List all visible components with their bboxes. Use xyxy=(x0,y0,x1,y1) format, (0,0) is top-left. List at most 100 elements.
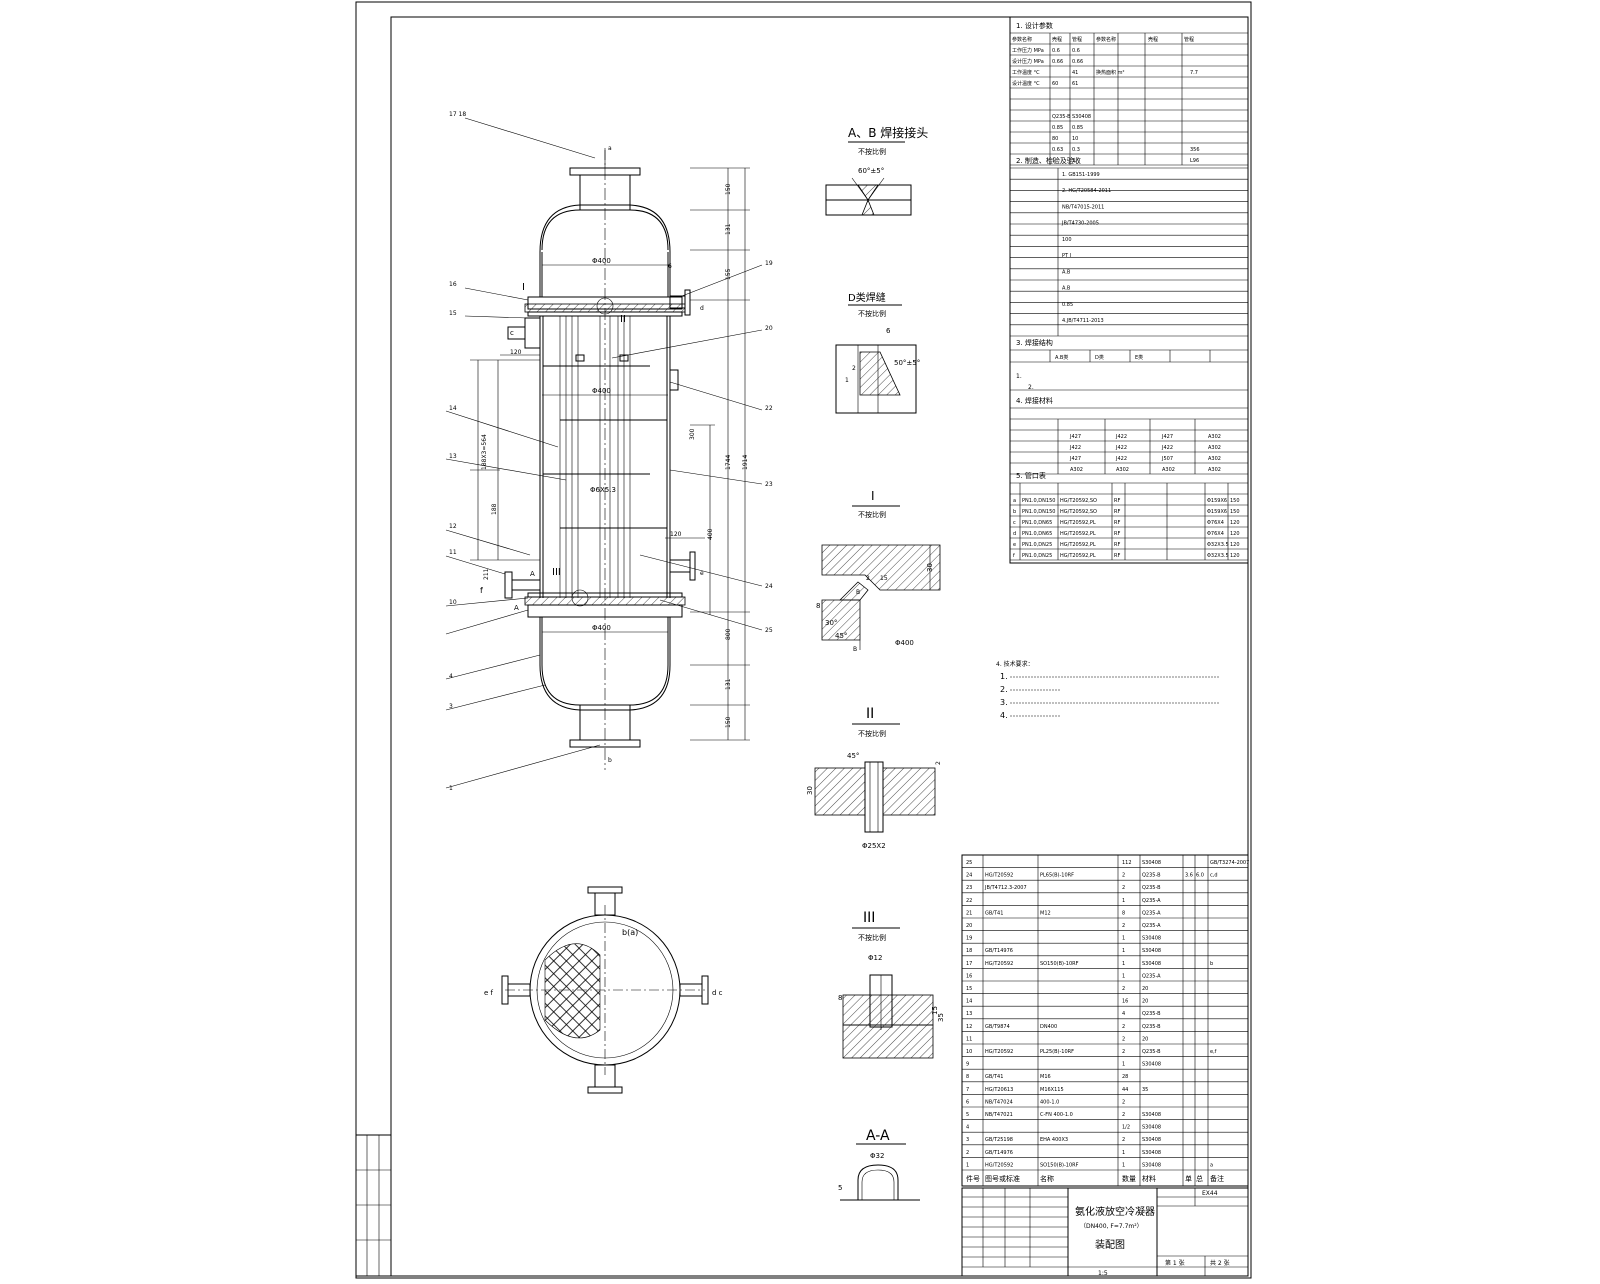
detail-ii: II 不按比例 45° 30 2 Φ25X2 xyxy=(806,706,942,850)
tech-req-4: 4. xyxy=(1000,711,1008,720)
dp-cell: 41 xyxy=(1072,70,1078,76)
dp-cell: 7.7 xyxy=(1190,70,1198,76)
insp-line: 100 xyxy=(1062,237,1072,243)
detail-iii: III 不按比例 Φ12 8 15 35 xyxy=(838,910,945,1059)
tech-req-title: 4. 技术要求： xyxy=(996,660,1034,668)
section-I-mark: I xyxy=(522,282,525,293)
bom-cell: a xyxy=(1210,1162,1213,1168)
bom-cell: e,f xyxy=(1210,1049,1217,1055)
insp-line: JB/T4730-2005 xyxy=(1061,221,1099,227)
plan-ef-label: e f xyxy=(484,989,494,997)
bom-header: 总 xyxy=(1196,1174,1203,1183)
bom-cell: 16 xyxy=(966,973,972,979)
ws-col-label: A.B类 xyxy=(1055,354,1068,361)
detail-d: D类焊缝 不按比例 6 50°±5° 2 1 xyxy=(835,291,920,414)
label-23: 23 xyxy=(765,481,773,488)
label-3: 3 xyxy=(449,703,453,710)
bom-cell: HG/T20592 xyxy=(985,1049,1013,1055)
dim-131-bot: 131 xyxy=(725,678,732,690)
dp-header: 参数名称 xyxy=(1096,36,1116,43)
detail-ii-sub: 不按比例 xyxy=(858,729,886,738)
nozzle-cell: Φ32X3.5 xyxy=(1207,553,1229,559)
technical-requirements: 4. 技术要求： 1. 2. 3. 4. xyxy=(996,660,1220,720)
bom-cell: 14 xyxy=(966,999,972,1005)
bom-cell: JB/T4712.3-2007 xyxy=(984,885,1027,891)
detail-ab-sub: 不按比例 xyxy=(858,147,886,156)
title-block: 氨化液放空冷凝器 （DN400, F=7.7m²） 装配图 1:5 EX44 第… xyxy=(961,1187,1249,1277)
wm-cell: J427 xyxy=(1161,434,1173,440)
dp-cell: 0.85 xyxy=(1072,125,1083,131)
dp-cell: 设计温度 °C xyxy=(1012,80,1040,87)
dp-cell: 0.85 xyxy=(1052,125,1063,131)
bom-header: 数量 xyxy=(1122,1174,1136,1183)
bom-header: 单 xyxy=(1185,1174,1192,1183)
wm-cell: J422 xyxy=(1161,445,1173,451)
bom-cell: S30408 xyxy=(1142,1150,1161,1156)
dp-cell: 61 xyxy=(1072,81,1078,87)
detail-i-30: 30 xyxy=(926,563,934,572)
dp-cell: 0.3 xyxy=(1072,147,1080,153)
label-16: 16 xyxy=(449,281,457,288)
bom-cell: 4 xyxy=(1122,1011,1125,1017)
dim-155: 155 xyxy=(725,268,732,280)
bom-cell: 112 xyxy=(1122,860,1132,866)
dim-150-bot: 150 xyxy=(725,716,732,728)
bom-cell: 1 xyxy=(1122,948,1125,954)
bom-cell: Q235-B xyxy=(1142,885,1161,891)
nozzle-cell: Φ159X6 xyxy=(1207,498,1227,504)
dp-cell: 0.63 xyxy=(1052,147,1063,153)
nozzle-cell: e xyxy=(1013,542,1016,548)
binding-strip xyxy=(355,1134,392,1277)
bom-cell: 6 xyxy=(966,1099,969,1105)
bom-cell: 2 xyxy=(1122,885,1125,891)
dim-400: 400 xyxy=(707,528,714,540)
bom-cell: GB/T14976 xyxy=(985,1150,1013,1156)
dp-header: 管程 xyxy=(1072,36,1082,43)
title-spec: （DN400, F=7.7m²） xyxy=(1080,1223,1143,1230)
plan-center-label: b(a) xyxy=(622,928,638,937)
bom-cell: 2 xyxy=(1122,873,1125,879)
bom-cell: 2 xyxy=(1122,1099,1125,1105)
tech-req-3: 3. xyxy=(1000,698,1008,707)
bom-cell: M16X115 xyxy=(1040,1087,1064,1093)
plan-dc-label: d c xyxy=(712,989,723,997)
bom-cell: PL65(B)-10RF xyxy=(1040,873,1074,879)
nozzle-cell: RF xyxy=(1114,531,1120,537)
nozzle-cell: Φ76X4 xyxy=(1207,520,1224,526)
inner-frame xyxy=(390,16,1249,1277)
nozzle-cell: 120 xyxy=(1230,553,1240,559)
nozzle-cell: HG/T20592,SO xyxy=(1060,498,1097,504)
wm-cell: J422 xyxy=(1115,456,1127,462)
bom-cell: 16 xyxy=(1122,999,1128,1005)
bom-cell: 20 xyxy=(1142,986,1148,992)
insp-line: A.B xyxy=(1062,269,1071,275)
wm-cell: A302 xyxy=(1116,467,1129,473)
detail-i-d400: Φ400 xyxy=(895,639,914,647)
title-name: 氨化液放空冷凝器 xyxy=(1075,1205,1155,1218)
dim-188: 188 xyxy=(491,503,498,515)
bom-cell: 25 xyxy=(966,860,972,866)
bom-cell: 1 xyxy=(1122,936,1125,942)
dp-cell: 1 xyxy=(1052,158,1055,164)
bom-cell: S30408 xyxy=(1142,948,1161,954)
insp-line: 4.JB/T4711-2013 xyxy=(1062,318,1104,324)
nozzle-cell: d xyxy=(1013,531,1016,537)
dp-cell: 60 xyxy=(1052,81,1058,87)
bom-cell: EHA 400X3 xyxy=(1040,1137,1068,1143)
bom-cell: 2 xyxy=(1122,1049,1125,1055)
bom-cell: 1 xyxy=(1122,973,1125,979)
weld-note-2: 2. xyxy=(1028,384,1034,391)
detail-aa-5: 5 xyxy=(838,1184,842,1192)
bom-cell: 3.6 xyxy=(1185,873,1193,879)
bom-cell: Q235-B xyxy=(1142,1011,1161,1017)
bom-cell: Q235-A xyxy=(1142,898,1161,904)
detail-ab-title: A、B 焊接接头 xyxy=(848,125,928,140)
nozzle-cell: RF xyxy=(1114,509,1120,515)
dp-header: 参数名称 xyxy=(1012,36,1032,43)
bom-header: 名称 xyxy=(1040,1174,1054,1183)
bom-cell: 24 xyxy=(966,873,972,879)
bom-cell: 1/2 xyxy=(1122,1125,1130,1131)
nozzle-cell: HG/T20592,SO xyxy=(1060,509,1097,515)
bom-cell: 2 xyxy=(1122,1112,1125,1118)
